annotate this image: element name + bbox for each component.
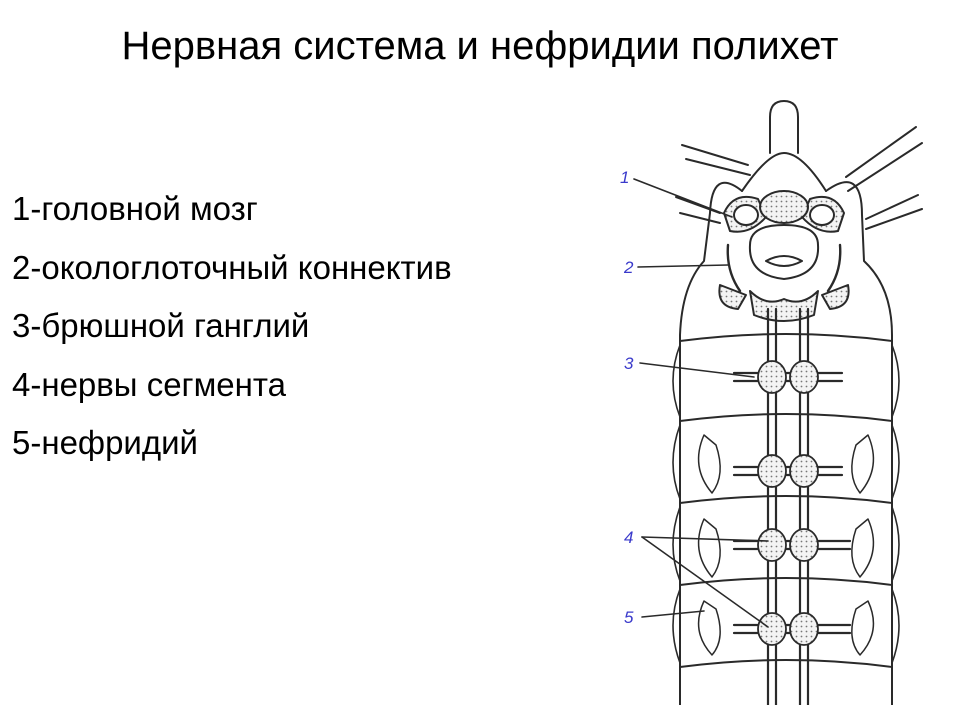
callout-5: 5 <box>624 608 634 627</box>
pharynx <box>718 224 850 322</box>
ganglion-pair <box>732 360 844 394</box>
polychaete-figure: 1 2 3 4 5 <box>600 95 930 705</box>
ganglion-pair <box>732 454 844 488</box>
segment-ganglia <box>732 360 852 646</box>
callout-3: 3 <box>624 354 634 373</box>
legend-item-ganglion: 3-брюшной ганглий <box>12 307 310 344</box>
legend-item-connective: 2-окологлоточный коннектив <box>12 248 452 286</box>
legend-list: 1-головной мозг 2-окологлоточный коннект… <box>12 180 452 473</box>
callout-4: 4 <box>624 528 633 547</box>
slide-title: Нервная система и нефридии полихет <box>121 24 839 68</box>
legend-item-segment-nerves: 4-нервы сегмента <box>12 365 286 403</box>
callout-1: 1 <box>620 168 629 187</box>
legend-item-nephridium: 5-нефридий <box>12 424 198 461</box>
callout-lines <box>633 178 769 628</box>
legend-item-brain: 1-головной мозг <box>12 190 258 227</box>
cerebral-ganglia <box>723 190 845 233</box>
nephridia <box>697 434 875 656</box>
callout-2: 2 <box>623 258 634 277</box>
body-outline <box>672 152 900 705</box>
ganglion-pair <box>732 528 852 562</box>
polychaete-diagram: 1 2 3 4 5 <box>620 100 923 705</box>
ganglion-pair <box>732 612 852 646</box>
